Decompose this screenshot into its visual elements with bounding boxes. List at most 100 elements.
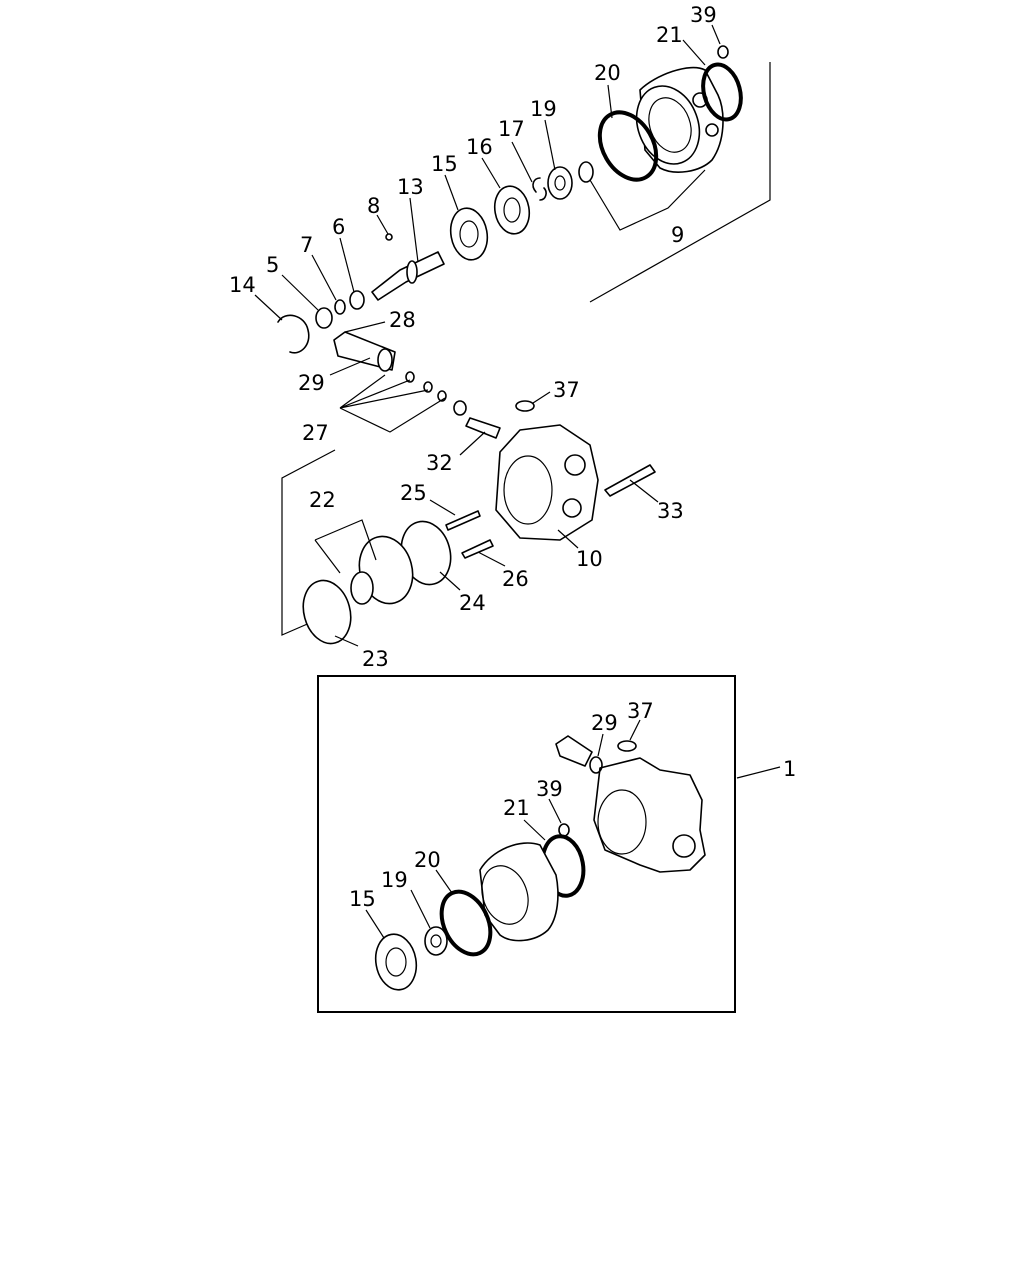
callout-13: 13 bbox=[397, 175, 424, 199]
leader-23 bbox=[334, 635, 359, 647]
inset-callout-1: 1 bbox=[783, 757, 796, 781]
relief-valve-assembly bbox=[333, 331, 467, 416]
o-ring-20 bbox=[597, 110, 659, 182]
inset-bearing-19 bbox=[424, 926, 448, 956]
inset-leader-15 bbox=[365, 909, 385, 939]
nut-5 bbox=[315, 307, 333, 329]
leader-24 bbox=[439, 571, 461, 591]
inset-leader-39 bbox=[548, 798, 562, 824]
leader-10 bbox=[557, 529, 579, 549]
leader-39 bbox=[711, 24, 721, 45]
inset-valve-plug bbox=[555, 735, 593, 767]
callout-22: 22 bbox=[309, 488, 336, 512]
leader-28 bbox=[344, 321, 386, 333]
plate-23 bbox=[302, 579, 352, 645]
assembly-inset-box bbox=[317, 675, 736, 1013]
inset-callout-39: 39 bbox=[536, 777, 563, 801]
callout-21: 21 bbox=[656, 23, 683, 47]
leader-14 bbox=[254, 294, 283, 321]
leader-16 bbox=[481, 157, 501, 189]
spring-32 bbox=[465, 417, 501, 439]
leader-37 bbox=[532, 391, 551, 404]
inset-pump-body bbox=[593, 757, 706, 873]
callout-33: 33 bbox=[657, 499, 684, 523]
callout-32: 32 bbox=[426, 451, 453, 475]
leader-1 bbox=[736, 766, 781, 779]
callout-29: 29 bbox=[298, 371, 325, 395]
inset-o-ring-29 bbox=[589, 756, 603, 774]
callout-19: 19 bbox=[530, 97, 557, 121]
leader-27-fan bbox=[339, 374, 446, 433]
callout-6: 6 bbox=[332, 215, 345, 239]
callout-25: 25 bbox=[400, 481, 427, 505]
o-ring-39 bbox=[717, 45, 729, 59]
callout-15: 15 bbox=[431, 152, 458, 176]
washer-6 bbox=[349, 290, 365, 310]
inset-bearing-19-inner bbox=[430, 934, 442, 948]
inset-leader-21 bbox=[523, 819, 546, 841]
shaft-13 bbox=[371, 251, 445, 301]
washer-16 bbox=[493, 185, 531, 235]
inset-leader-29 bbox=[597, 733, 604, 757]
leader-21 bbox=[682, 39, 706, 66]
inset-leader-37 bbox=[629, 719, 641, 741]
bearing-15 bbox=[449, 207, 489, 261]
o-ring-37 bbox=[515, 400, 535, 412]
inset-callout-29: 29 bbox=[591, 711, 618, 735]
inset-bearing-15 bbox=[374, 933, 418, 991]
callout-27: 27 bbox=[302, 421, 329, 445]
inset-callout-15: 15 bbox=[349, 887, 376, 911]
key-8 bbox=[385, 233, 393, 241]
cover-housing-part bbox=[635, 66, 724, 173]
rotor-22 bbox=[350, 571, 374, 605]
leader-13 bbox=[409, 197, 419, 263]
callout-37: 37 bbox=[553, 378, 580, 402]
leader-29 bbox=[329, 357, 371, 376]
leader-25 bbox=[429, 499, 456, 516]
inset-o-ring-37 bbox=[617, 740, 637, 752]
inset-callout-21: 21 bbox=[503, 796, 530, 820]
leader-5 bbox=[281, 274, 319, 311]
inset-callout-37: 37 bbox=[627, 699, 654, 723]
pin-25 bbox=[445, 510, 481, 531]
needle-bearing bbox=[578, 161, 594, 183]
leader-33 bbox=[629, 479, 659, 503]
bearing-19 bbox=[547, 166, 573, 200]
snap-ring-17 bbox=[532, 177, 547, 201]
leader-20 bbox=[607, 84, 613, 119]
o-ring-21 bbox=[701, 62, 743, 122]
inset-bearing-15-inner bbox=[385, 947, 407, 977]
inset-o-ring-39 bbox=[558, 823, 570, 837]
leader-7 bbox=[311, 254, 337, 301]
leader-26 bbox=[477, 551, 506, 567]
callout-16: 16 bbox=[466, 135, 493, 159]
callout-20: 20 bbox=[594, 61, 621, 85]
group-bracket-right bbox=[589, 62, 771, 303]
callout-5: 5 bbox=[266, 253, 279, 277]
callout-14: 14 bbox=[229, 273, 256, 297]
leader-17 bbox=[511, 141, 533, 183]
pump-body-10 bbox=[495, 424, 599, 541]
inset-leader-19 bbox=[410, 889, 431, 929]
bearing-19-inner bbox=[554, 175, 566, 191]
leader-8 bbox=[376, 214, 389, 235]
callout-39: 39 bbox=[690, 3, 717, 27]
leader-9 bbox=[589, 169, 706, 231]
callout-10: 10 bbox=[576, 547, 603, 571]
callout-7: 7 bbox=[300, 233, 313, 257]
leader-15 bbox=[444, 174, 459, 211]
leader-19 bbox=[544, 119, 556, 171]
inset-cover-housing bbox=[479, 842, 559, 942]
inset-callout-19: 19 bbox=[381, 868, 408, 892]
callout-26: 26 bbox=[502, 567, 529, 591]
inset-leader-20 bbox=[435, 869, 453, 894]
callout-9: 9 bbox=[671, 223, 684, 247]
leader-6 bbox=[339, 237, 355, 293]
callout-17: 17 bbox=[498, 117, 525, 141]
inset-callout-20: 20 bbox=[414, 848, 441, 872]
snap-ring-14 bbox=[277, 314, 310, 354]
leader-32 bbox=[459, 431, 486, 456]
bearing-15-inner bbox=[459, 220, 479, 248]
